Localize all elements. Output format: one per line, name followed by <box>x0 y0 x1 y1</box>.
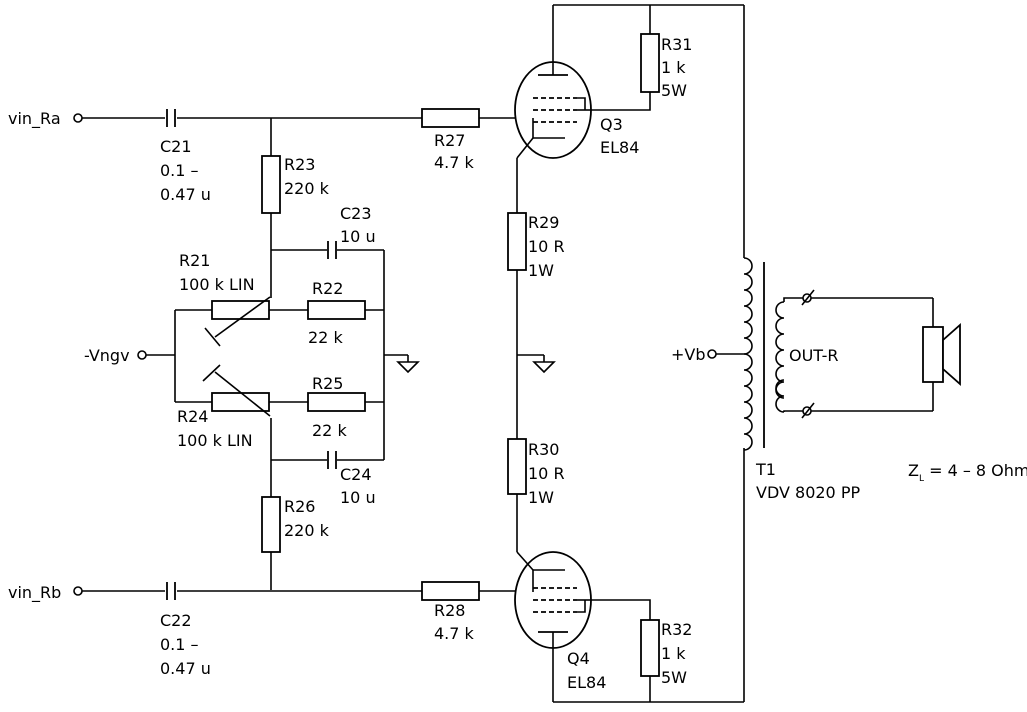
c23-value: 10 u <box>340 227 376 246</box>
t1-type: VDV 8020 PP <box>756 483 860 502</box>
r31-value-2: 5W <box>661 81 687 100</box>
r24-value: 100 k LIN <box>177 431 253 450</box>
r27-resistor <box>421 108 480 128</box>
r22-resistor <box>307 300 366 320</box>
vb-label: +Vb <box>671 345 706 364</box>
r32-value-1: 1 k <box>661 644 686 663</box>
r32-value-2: 5W <box>661 668 687 687</box>
r26-ref: R26 <box>284 497 315 516</box>
r32-resistor <box>640 619 660 677</box>
r28-value: 4.7 k <box>434 624 475 643</box>
r21-value: 100 k LIN <box>179 275 255 294</box>
r23-ref: R23 <box>284 155 315 174</box>
c24-value: 10 u <box>340 488 376 507</box>
r30-value-2: 1W <box>528 488 554 507</box>
vngv-label: -Vngv <box>84 346 130 365</box>
c24-ref: C24 <box>340 465 372 484</box>
r24-ref: R24 <box>177 407 208 426</box>
r30-resistor <box>507 438 527 495</box>
q3-ref: Q3 <box>600 115 623 134</box>
r29-value-2: 1W <box>528 261 554 280</box>
r28-ref: R28 <box>434 601 465 620</box>
c24-capacitor <box>327 451 337 469</box>
q4-ref: Q4 <box>567 649 590 668</box>
vngv-terminal <box>137 350 147 360</box>
c21-capacitor <box>166 109 176 127</box>
c22-value-2: 0.47 u <box>160 659 211 678</box>
c21-ref: C21 <box>160 137 192 156</box>
r30-ref: R30 <box>528 440 559 459</box>
q4-type: EL84 <box>567 673 606 692</box>
r31-ref: R31 <box>661 35 692 54</box>
r27-ref: R27 <box>434 131 465 150</box>
q3-type: EL84 <box>600 138 639 157</box>
r25-resistor <box>307 392 366 412</box>
c22-ref: C22 <box>160 611 192 630</box>
ground-symbol-middle <box>532 355 556 374</box>
r26-resistor <box>261 496 281 553</box>
vin-rb-label: vin_Rb <box>8 583 61 603</box>
c22-capacitor <box>166 582 176 600</box>
r31-resistor <box>640 33 660 93</box>
ground-symbol-left <box>396 355 420 374</box>
load-impedance-label: ZL = 4 – 8 Ohm <box>908 461 1027 484</box>
speaker-icon <box>922 323 961 386</box>
vin-rb-terminal <box>73 586 83 596</box>
q3-tube <box>514 5 592 159</box>
r27-value: 4.7 k <box>434 153 475 172</box>
c23-ref: C23 <box>340 204 372 223</box>
r25-ref: R25 <box>312 374 343 393</box>
r23-value: 220 k <box>284 179 330 198</box>
c23-capacitor <box>327 241 337 259</box>
r29-resistor <box>507 212 527 271</box>
c22-value-1: 0.1 – <box>160 635 199 654</box>
r22-value: 22 k <box>308 328 343 347</box>
c21-value-2: 0.47 u <box>160 185 211 204</box>
vb-terminal <box>707 349 717 359</box>
r28-resistor <box>421 581 480 601</box>
r23-resistor <box>261 155 281 214</box>
r31-value-1: 1 k <box>661 58 686 77</box>
vin-ra-terminal <box>73 113 83 123</box>
t1-transformer <box>743 257 785 451</box>
r32-ref: R32 <box>661 620 692 639</box>
r29-value-1: 10 R <box>528 237 565 256</box>
c21-value-1: 0.1 – <box>160 161 199 180</box>
r26-value: 220 k <box>284 521 330 540</box>
r22-ref: R22 <box>312 279 343 298</box>
r30-value-1: 10 R <box>528 464 565 483</box>
r25-value: 22 k <box>312 421 347 440</box>
vin-ra-label: vin_Ra <box>8 109 61 129</box>
t1-winding-label: OUT-R <box>789 346 839 365</box>
r21-ref: R21 <box>179 251 210 270</box>
r29-ref: R29 <box>528 213 559 232</box>
q4-tube <box>514 551 592 702</box>
t1-ref: T1 <box>755 460 776 479</box>
